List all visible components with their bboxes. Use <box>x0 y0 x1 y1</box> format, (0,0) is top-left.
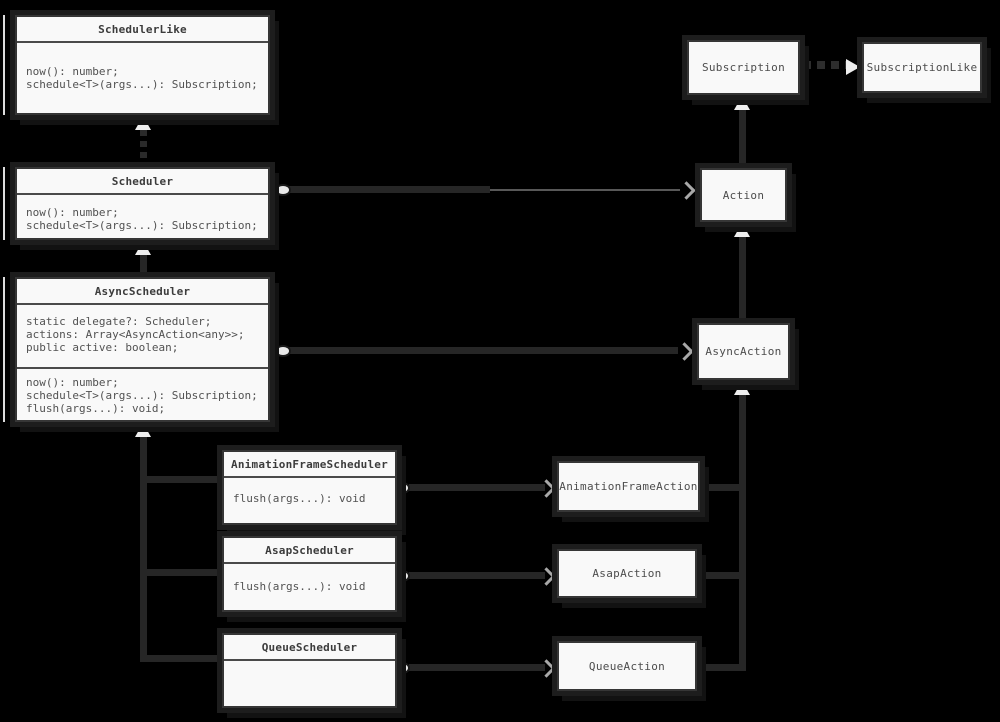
edge-branch-queueaction <box>697 664 739 671</box>
edge-actions-extend-asyncaction-trunk <box>739 395 746 671</box>
member-line: flush(args...): void; <box>26 402 166 415</box>
edge-scheduler-action-thick <box>288 186 490 193</box>
member-line: schedule<T>(args...): Subscription; <box>26 389 258 402</box>
class-title: AsyncAction <box>705 345 782 358</box>
aggregation-diamond-icon <box>396 484 408 492</box>
open-arrowhead-icon <box>677 181 696 200</box>
hollow-triangle-arrow-icon <box>135 116 151 130</box>
canvas-edge-highlight <box>3 277 5 422</box>
class-box-schedulerlike[interactable]: SchedulerLike now(): number; schedule<T>… <box>10 10 275 120</box>
edge-action-extends-subscription <box>739 110 746 168</box>
open-arrowhead-icon <box>537 567 556 586</box>
edge-asapscheduler-asapaction <box>409 572 545 579</box>
class-box-subscriptionlike[interactable]: SubscriptionLike <box>857 37 987 98</box>
class-box-queueaction[interactable]: QueueAction <box>552 636 702 696</box>
class-title: AsapScheduler <box>224 538 395 564</box>
aggregation-diamond-icon <box>396 572 408 580</box>
edge-animationframescheduler-animationframeaction <box>409 484 545 491</box>
member-line: static delegate?: Scheduler; <box>26 315 212 328</box>
class-title: AnimationFrameAction <box>559 480 698 493</box>
member-line: now(): number; <box>26 206 119 219</box>
hollow-triangle-arrow-icon <box>846 59 860 75</box>
class-title: Subscription <box>701 61 786 74</box>
aggregation-diamond-icon <box>277 347 289 355</box>
edge-branch-animationframeaction <box>700 484 739 491</box>
class-box-queuescheduler[interactable]: QueueScheduler <box>217 628 402 713</box>
hollow-triangle-arrow-icon <box>734 223 750 237</box>
canvas-edge-highlight <box>3 167 5 240</box>
edge-asyncscheduler-asyncaction <box>288 347 678 354</box>
open-arrowhead-icon <box>675 342 694 361</box>
member-line: actions: Array<AsyncAction<any>>; <box>26 328 245 341</box>
edge-asyncscheduler-extends-scheduler <box>140 255 147 277</box>
class-box-subscription[interactable]: Subscription <box>682 35 805 100</box>
class-box-asapaction[interactable]: AsapAction <box>552 544 702 603</box>
class-title: AsyncScheduler <box>17 279 268 305</box>
hollow-triangle-arrow-icon <box>135 423 151 437</box>
aggregation-diamond-icon <box>396 664 408 672</box>
edge-subscription-implements-subscriptionlike <box>803 61 846 69</box>
hollow-triangle-arrow-icon <box>135 241 151 255</box>
edge-queuescheduler-queueaction <box>409 664 545 671</box>
edge-branch-queuescheduler <box>147 655 222 662</box>
class-title: SubscriptionLike <box>866 61 978 74</box>
class-title: AnimationFrameScheduler <box>224 452 395 478</box>
class-title: QueueAction <box>588 659 666 673</box>
class-box-animationframescheduler[interactable]: AnimationFrameScheduler flush(args...): … <box>217 445 402 530</box>
open-arrowhead-icon <box>537 479 556 498</box>
edge-branch-animationframescheduler <box>147 476 222 483</box>
edge-scheduler-implements-schedulerlike <box>140 130 147 167</box>
edge-scheduler-action-thin <box>490 189 680 191</box>
class-title: Scheduler <box>17 169 268 195</box>
member-line: now(): number; <box>26 65 119 78</box>
edge-branch-asapaction <box>697 572 739 579</box>
member-line: now(): number; <box>26 376 119 389</box>
class-box-asyncaction[interactable]: AsyncAction <box>692 318 795 385</box>
class-box-animationframeaction[interactable]: AnimationFrameAction <box>552 456 705 517</box>
hollow-triangle-arrow-icon <box>734 96 750 110</box>
hollow-triangle-arrow-icon <box>734 381 750 395</box>
member-line: schedule<T>(args...): Subscription; <box>26 78 258 91</box>
member-line: flush(args...): void <box>233 492 366 505</box>
class-title: QueueScheduler <box>224 635 395 661</box>
canvas-edge-highlight <box>3 15 5 115</box>
class-box-action[interactable]: Action <box>695 163 792 227</box>
class-title: AsapAction <box>592 567 662 580</box>
edge-schedulers-extend-asyncscheduler-trunk <box>140 437 147 662</box>
member-line: public active: boolean; <box>26 341 179 354</box>
class-title: SchedulerLike <box>17 17 268 43</box>
member-line: flush(args...): void <box>233 580 366 593</box>
edge-branch-asapscheduler <box>147 569 222 576</box>
class-box-asapscheduler[interactable]: AsapScheduler flush(args...): void <box>217 531 402 617</box>
open-arrowhead-icon <box>537 659 556 678</box>
edge-asyncaction-extends-action <box>739 237 746 323</box>
class-box-scheduler[interactable]: Scheduler now(): number; schedule<T>(arg… <box>10 162 275 245</box>
aggregation-diamond-icon <box>277 186 289 194</box>
class-box-asyncscheduler[interactable]: AsyncScheduler static delegate?: Schedul… <box>10 272 275 427</box>
class-title: Action <box>722 188 765 202</box>
member-line: schedule<T>(args...): Subscription; <box>26 219 258 232</box>
